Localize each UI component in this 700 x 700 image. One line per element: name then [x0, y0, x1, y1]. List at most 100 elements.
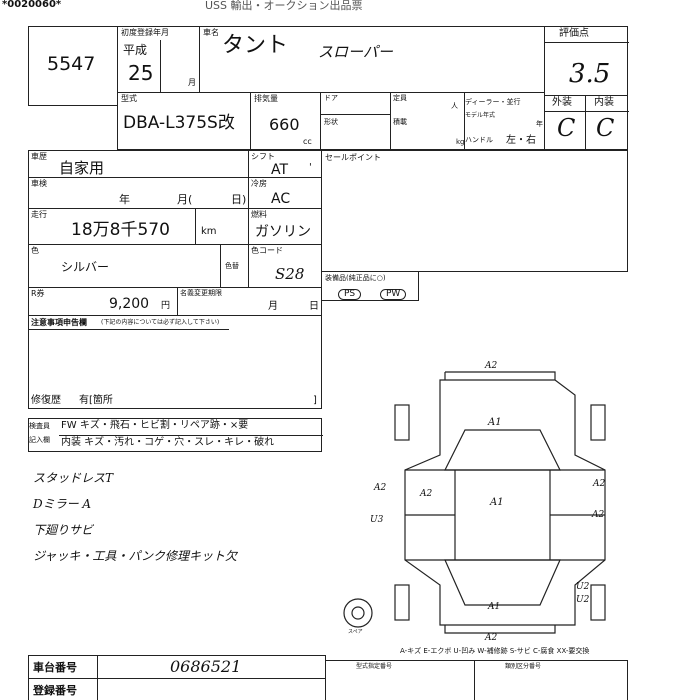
model-year-unit: 年: [536, 120, 543, 128]
dealer-label: ディーラー・並行: [465, 98, 521, 106]
inspection-year: 年: [119, 193, 130, 206]
rear-bumper: [444, 625, 556, 634]
chassis-label: 車台番号: [33, 661, 77, 674]
inspector-label-2: 記入欄: [29, 436, 50, 444]
damage-mark-left-front-door: A2: [374, 483, 387, 493]
inspection-label: 車検: [31, 179, 47, 188]
inspector-legend-box: 検査員 記入欄 FW キズ・飛石・ヒビ割・リペア跡・×要 内装 キズ・汚れ・コゲ…: [28, 418, 323, 452]
recycle-value: 9,200: [109, 296, 150, 312]
displacement-unit: cc: [303, 137, 312, 146]
fuel-value: ガソリン: [255, 224, 311, 240]
equipment-item-pw: PW: [380, 289, 407, 300]
recycle-label: R券: [31, 289, 45, 298]
door-label: ドア: [324, 94, 338, 102]
shift-label: シフト: [251, 152, 275, 161]
car-name-label: 車名: [203, 28, 219, 37]
damage-mark-hood: A1: [488, 417, 502, 428]
rear-window: [444, 559, 561, 606]
front-bumper: [444, 371, 556, 380]
handwritten-note-1: スタッドレスT: [33, 471, 114, 485]
notes-box: 注意事項申告欄 (下記の内容については必ず記入して下さい) 修復歴 有[箇所 ]: [28, 315, 322, 409]
damage-mark-rear-panel: A1: [488, 602, 501, 612]
classification-label: 類別区分番号: [505, 663, 542, 670]
first-registration-year: 25: [128, 61, 154, 85]
handwritten-note-3: 下廻りサビ: [33, 523, 94, 537]
damage-mark-left-rear-door: U3: [370, 515, 384, 525]
wheel-rear-right: [590, 584, 606, 621]
repair-history-label: 修復歴: [31, 395, 61, 406]
interior-box: 内装 C: [585, 95, 629, 150]
color-label: 色: [31, 246, 39, 255]
chassis-value-box: 0686521: [97, 655, 326, 679]
spare-tire-label: スペア: [348, 629, 363, 635]
handwritten-note-4: ジャッキ・工具・パンク修理キット欠: [33, 549, 238, 563]
registration-label-box: 登録番号: [28, 678, 98, 700]
color-value: シルバー: [61, 260, 110, 274]
windshield: [444, 429, 561, 471]
damage-mark-roof: A1: [490, 497, 504, 508]
aircon-value: AC: [271, 191, 291, 207]
spec-box: ドア 定員 人 ディーラー・並行 形状 積載 モデル年式 年 kg ハンドル 左…: [320, 92, 545, 150]
car-outline: [404, 379, 606, 626]
handle-label: ハンドル: [465, 136, 493, 144]
wheel-front-right: [590, 404, 606, 441]
damage-mark-front-bumper: A2: [485, 361, 498, 371]
damage-mark-rear-bumper: A2: [485, 633, 498, 643]
equipment-label: 装備品(純正品に○): [325, 274, 386, 282]
shift-value: AT: [271, 162, 289, 178]
score-label: 評価点: [559, 28, 589, 39]
car-name: タント: [222, 33, 289, 58]
score-value: 3.5: [569, 59, 611, 89]
name-change-label: 名義変更期限: [180, 289, 222, 297]
chassis-label-box: 車台番号: [28, 655, 98, 679]
color-change-label: 色替: [225, 262, 239, 270]
damage-mark-right-front-door: A2: [593, 479, 606, 489]
car-grade: スローパー: [318, 43, 393, 61]
lot-number: 5547: [47, 53, 96, 75]
chassis-number: 0686521: [170, 657, 242, 676]
cabin-pillars: [454, 470, 551, 560]
damage-mark-rear-quarter: U2: [576, 582, 590, 592]
wheel-rear-left: [394, 584, 410, 621]
kg-unit: kg: [456, 138, 465, 146]
name-change-month: 月: [268, 301, 278, 312]
inspector-label-1: 検査員: [29, 422, 50, 430]
aircon-label: 冷房: [251, 179, 267, 188]
repair-history-end: ]: [313, 395, 317, 406]
name-change-day: 日: [309, 301, 319, 312]
inspection-day: 日): [231, 193, 247, 206]
model-designation-label: 型式指定番号: [356, 663, 393, 670]
registration-label: 登録番号: [33, 684, 77, 697]
sheet-title: USS 輸出・オークション出品票: [205, 0, 363, 12]
notes-sub-label: (下記の内容については必ず記入して下さい): [101, 319, 220, 326]
interior-value: C: [596, 114, 615, 142]
load-label: 積載: [393, 118, 407, 126]
mileage-unit: km: [201, 226, 217, 237]
recycle-unit: 円: [161, 301, 171, 311]
damage-mark-right-rear-door: A2: [592, 510, 605, 520]
shape-label: 形状: [324, 118, 338, 126]
displacement-label: 排気量: [254, 94, 278, 103]
sale-point-box: セールポイント: [321, 150, 628, 272]
displacement-value: 660: [269, 115, 300, 134]
sale-point-label: セールポイント: [325, 153, 381, 162]
color-code-value: S28: [275, 265, 305, 283]
inspector-row-2: 内装 キズ・汚れ・コゲ・穴・スレ・キレ・破れ: [61, 437, 275, 448]
notes-label: 注意事項申告欄: [31, 318, 87, 327]
spare-tire: [343, 598, 373, 628]
model-year-label: モデル年式: [465, 112, 496, 119]
first-registration-era: 平成: [123, 43, 148, 57]
damage-legend: A-キズ E-エクボ U-凹み W-補修跡 S-サビ C-腐食 XX-要交換: [400, 647, 590, 655]
equipment-box: 装備品(純正品に○) PS PW: [321, 271, 419, 301]
first-registration-label: 初度登録年月: [121, 28, 169, 37]
model-designation-box: 型式指定番号: [325, 660, 475, 700]
mileage-label: 走行: [31, 210, 47, 219]
repair-history-value: 有[箇所: [79, 395, 113, 406]
capacity-label: 定員: [393, 94, 407, 102]
exterior-label: 外装: [552, 97, 572, 108]
usage-value: 自家用: [59, 159, 105, 177]
equipment-item-ps: PS: [338, 289, 362, 300]
inspector-row-1: FW キズ・飛石・ヒビ割・リペア跡・×要: [61, 420, 249, 431]
